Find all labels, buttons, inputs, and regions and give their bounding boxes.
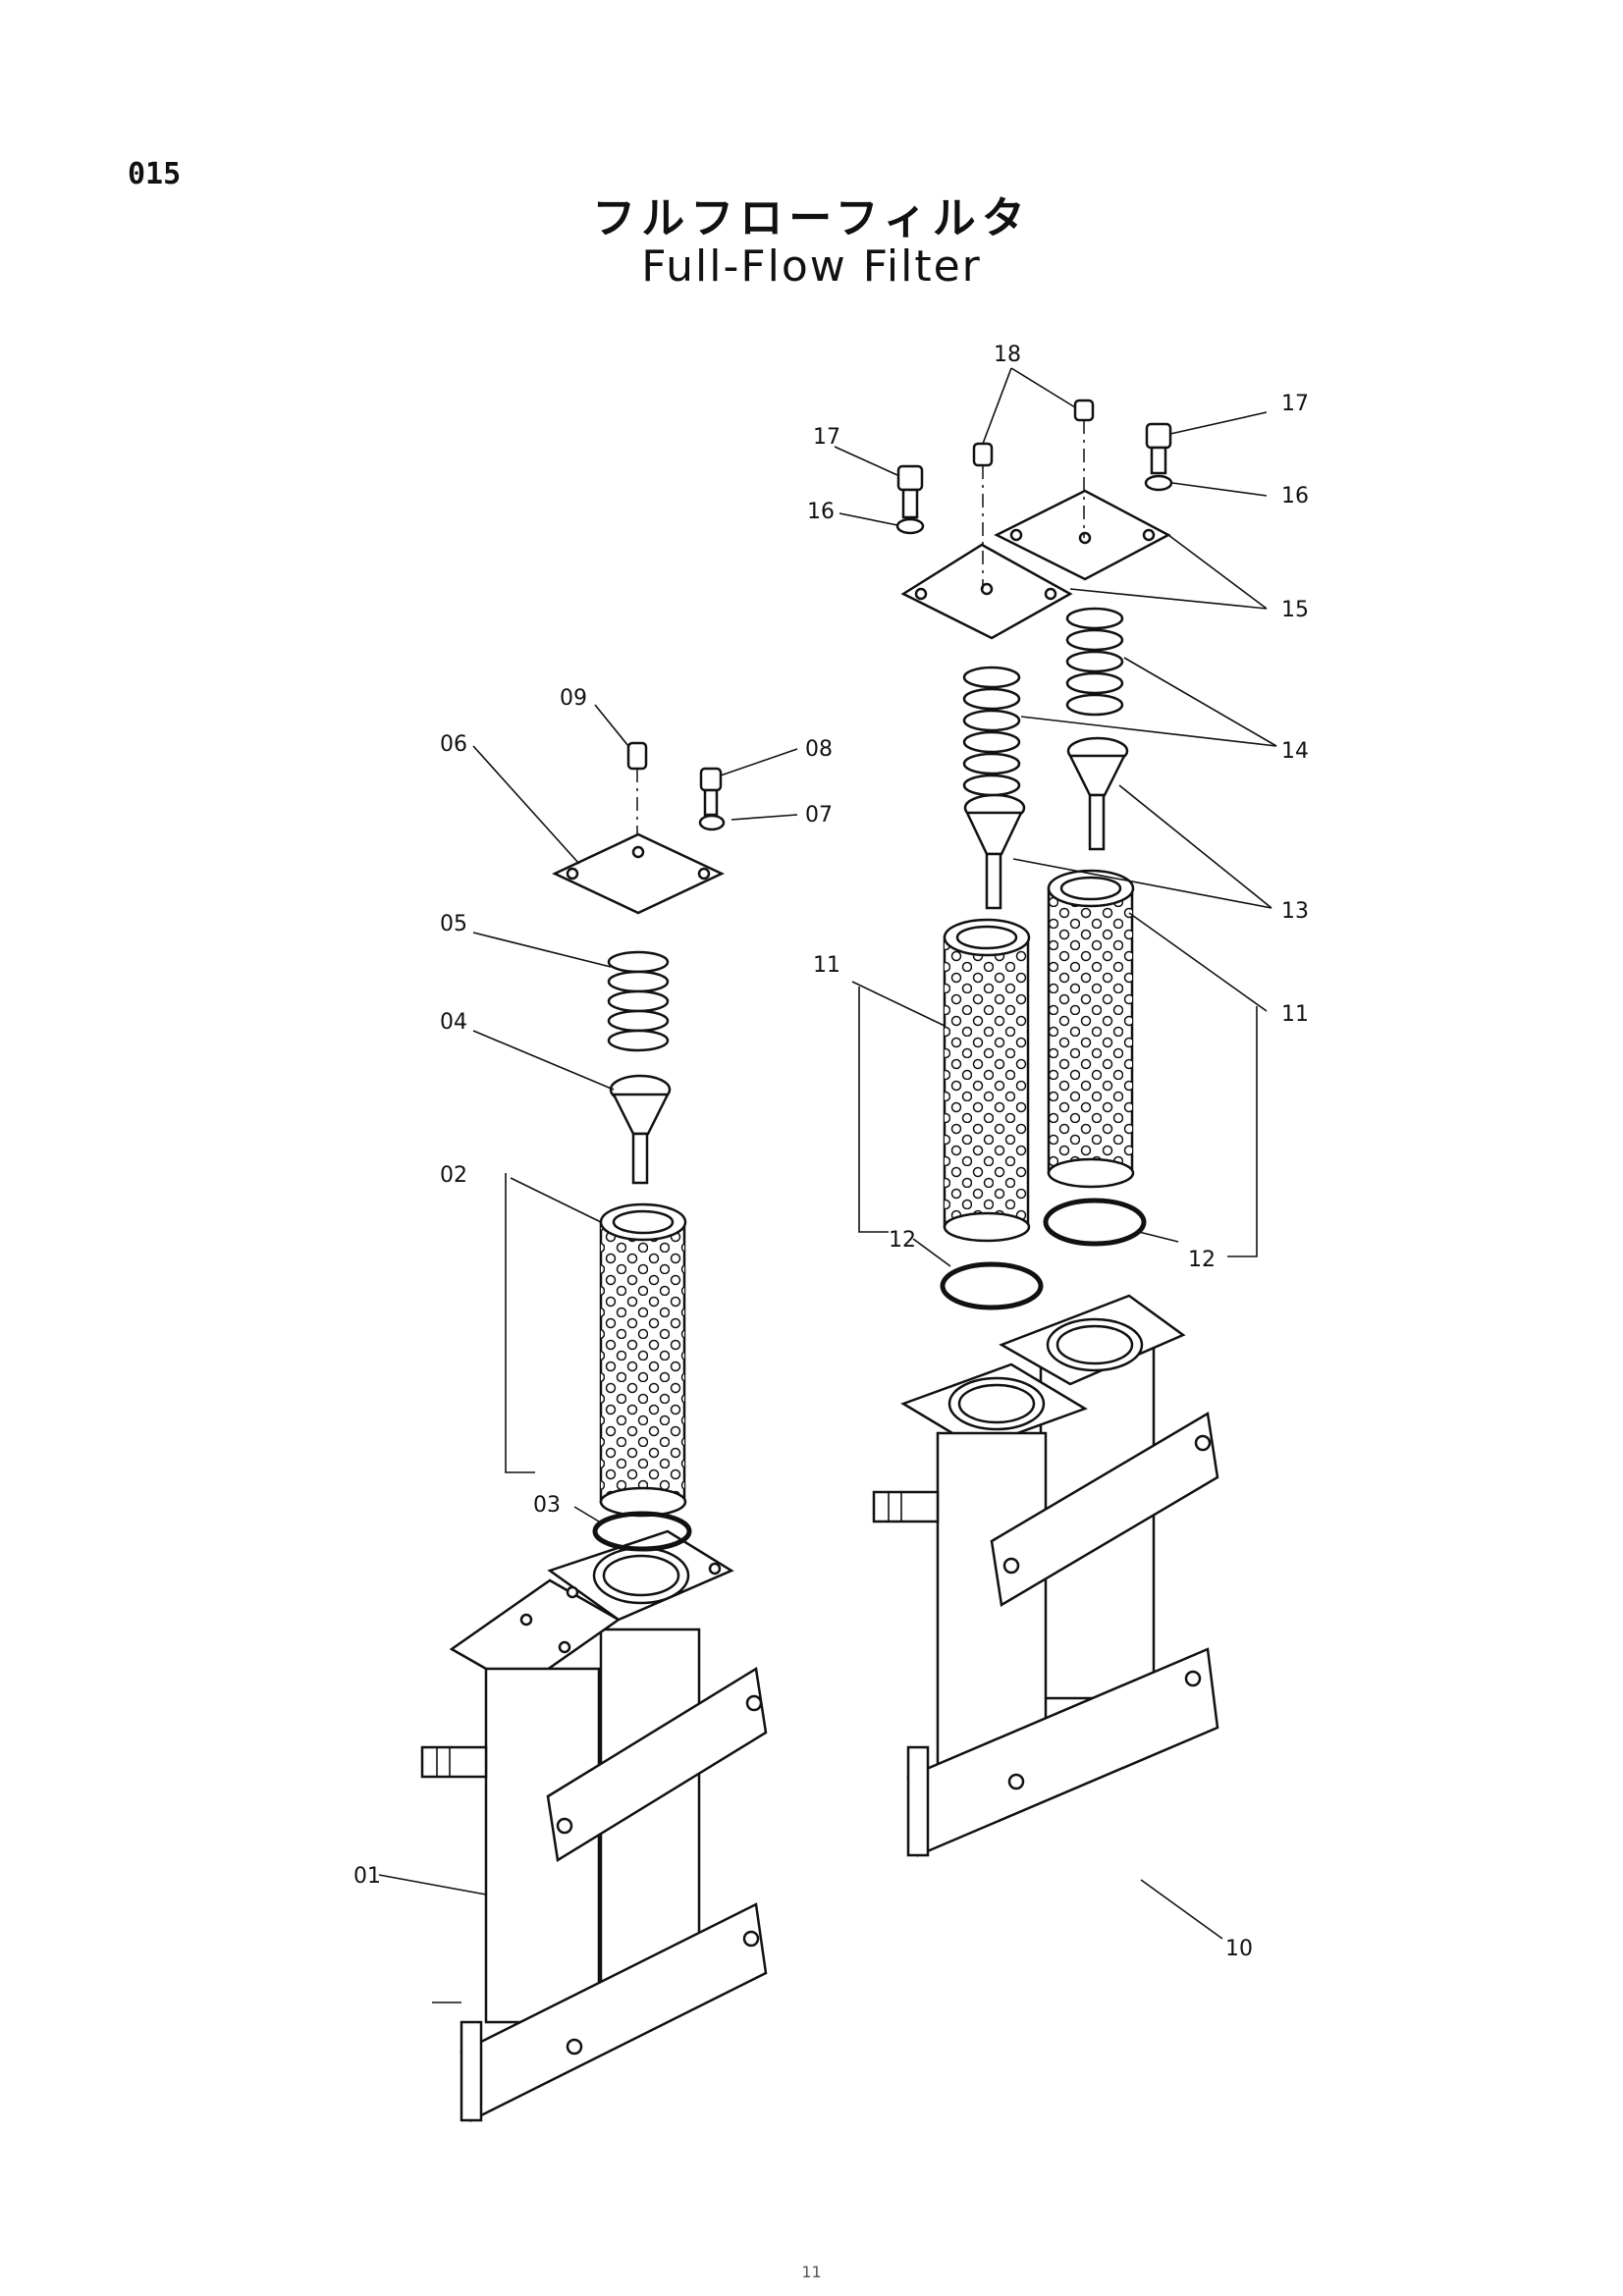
label-part-14: 14 (1281, 739, 1309, 764)
page-number: 015 (128, 157, 182, 191)
label-part-06: 06 (440, 732, 467, 757)
part-labels: 01 02 03 04 05 06 07 08 09 10 11 11 12 1… (353, 343, 1309, 1961)
left-cover-assembly (552, 741, 726, 1552)
right-cover-assembly (895, 399, 1173, 1310)
label-part-09: 09 (560, 686, 587, 711)
label-part-12-left: 12 (889, 1228, 916, 1253)
label-part-13: 13 (1281, 899, 1309, 924)
leader-lines (378, 367, 1277, 1940)
label-part-11-left: 11 (813, 953, 840, 978)
label-part-17-left: 17 (813, 425, 840, 450)
label-part-02: 02 (440, 1163, 467, 1188)
label-part-12-right: 12 (1188, 1248, 1216, 1272)
title-english: Full-Flow Filter (641, 241, 982, 292)
left-filter-housing (420, 1529, 768, 2122)
label-part-16-right: 16 (1281, 484, 1309, 508)
label-part-11-right: 11 (1281, 1002, 1309, 1027)
label-part-15: 15 (1281, 598, 1309, 622)
title-japanese: フルフローフィルタ (592, 193, 1031, 243)
label-part-08: 08 (805, 737, 833, 762)
label-part-10: 10 (1225, 1937, 1253, 1961)
label-part-07: 07 (805, 803, 833, 828)
footer-mark: 11 (801, 2263, 822, 2281)
label-part-16-left: 16 (807, 500, 835, 524)
label-part-05: 05 (440, 912, 467, 936)
label-part-17-right: 17 (1281, 392, 1309, 416)
label-part-03: 03 (533, 1493, 561, 1518)
label-part-18: 18 (994, 343, 1021, 367)
label-part-04: 04 (440, 1010, 467, 1035)
right-filter-housing (872, 1294, 1219, 1857)
label-part-01: 01 (353, 1864, 381, 1889)
